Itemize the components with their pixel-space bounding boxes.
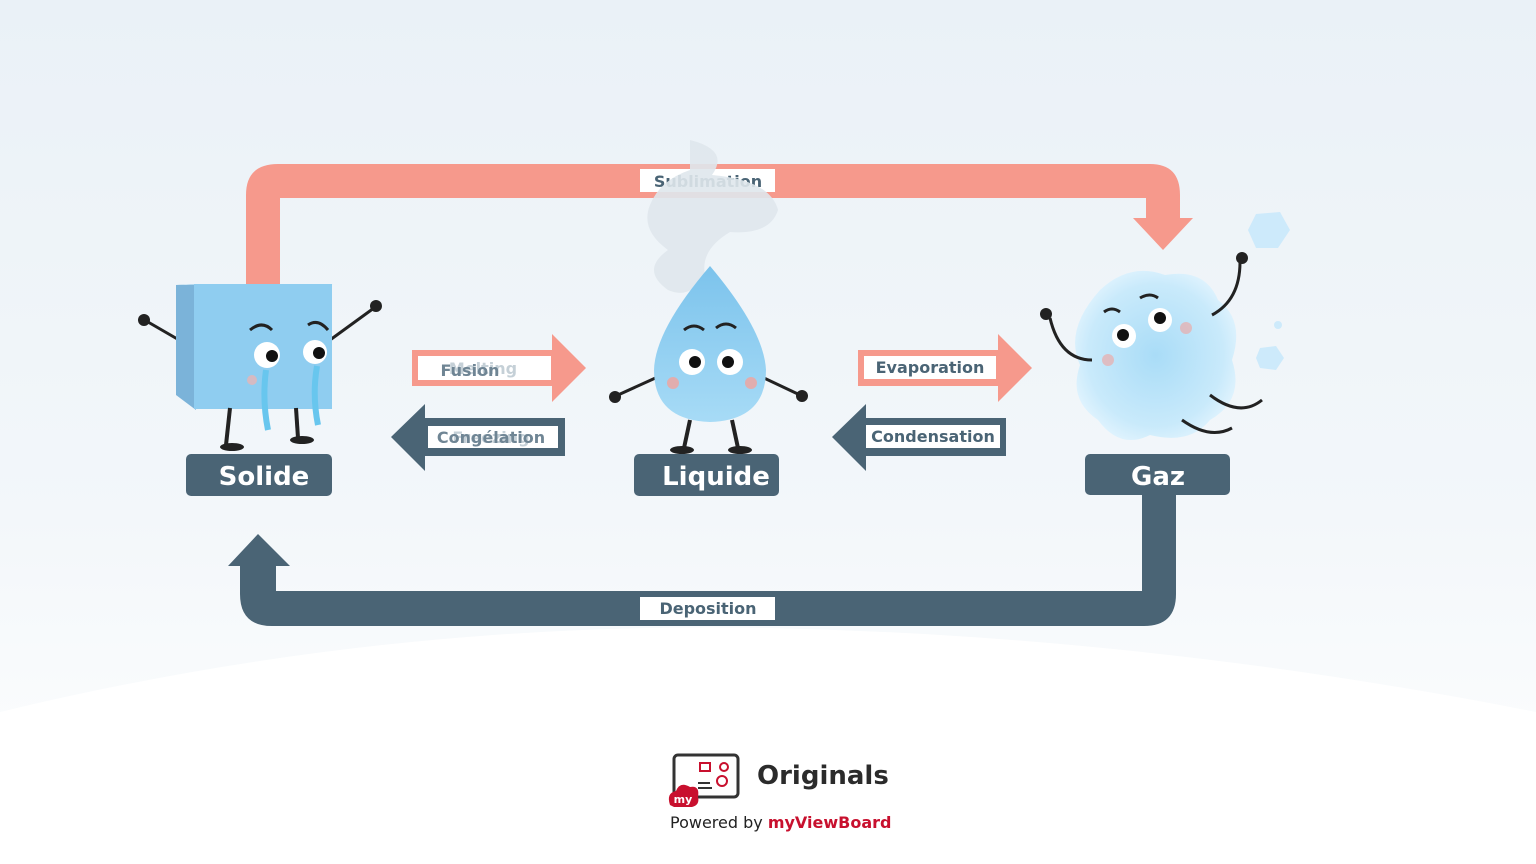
gas-state-label: Gaz xyxy=(1131,462,1185,492)
congelation-label: Congélation xyxy=(437,428,545,447)
sublimation-arrow xyxy=(246,164,1193,285)
freezing-ghost-label: Freezing xyxy=(452,428,529,447)
ice-cube-character xyxy=(138,284,382,451)
background-wave xyxy=(0,627,1536,864)
evaporation-label: Evaporation xyxy=(876,358,985,377)
gas-state-label-box xyxy=(1085,454,1230,495)
steam-illustration xyxy=(647,140,778,293)
melting-ghost-label: Melting xyxy=(449,359,517,378)
deposition-label: Deposition xyxy=(659,599,756,618)
liquid-state-label-box xyxy=(634,454,779,496)
myviewboard-logo: my xyxy=(666,753,740,809)
originals-title: Originals xyxy=(757,761,889,791)
footer: my Originals Powered by myViewBoard xyxy=(0,745,1536,845)
solid-state-label: Solide xyxy=(219,462,310,492)
condensation-label: Condensation xyxy=(871,427,995,446)
brand-name: myViewBoard xyxy=(767,813,892,832)
gas-cloud-character xyxy=(1040,212,1290,440)
liquid-state-label: Liquide xyxy=(662,462,770,492)
powered-by-text: Powered by xyxy=(670,813,763,832)
fusion-label: Fusion xyxy=(441,361,500,380)
water-droplet-character xyxy=(609,266,808,454)
deposition-arrow xyxy=(228,492,1176,626)
solid-state-label-box xyxy=(186,454,332,496)
logo-my-text: my xyxy=(674,793,693,806)
powered-by-line: Powered by myViewBoard xyxy=(670,813,891,832)
